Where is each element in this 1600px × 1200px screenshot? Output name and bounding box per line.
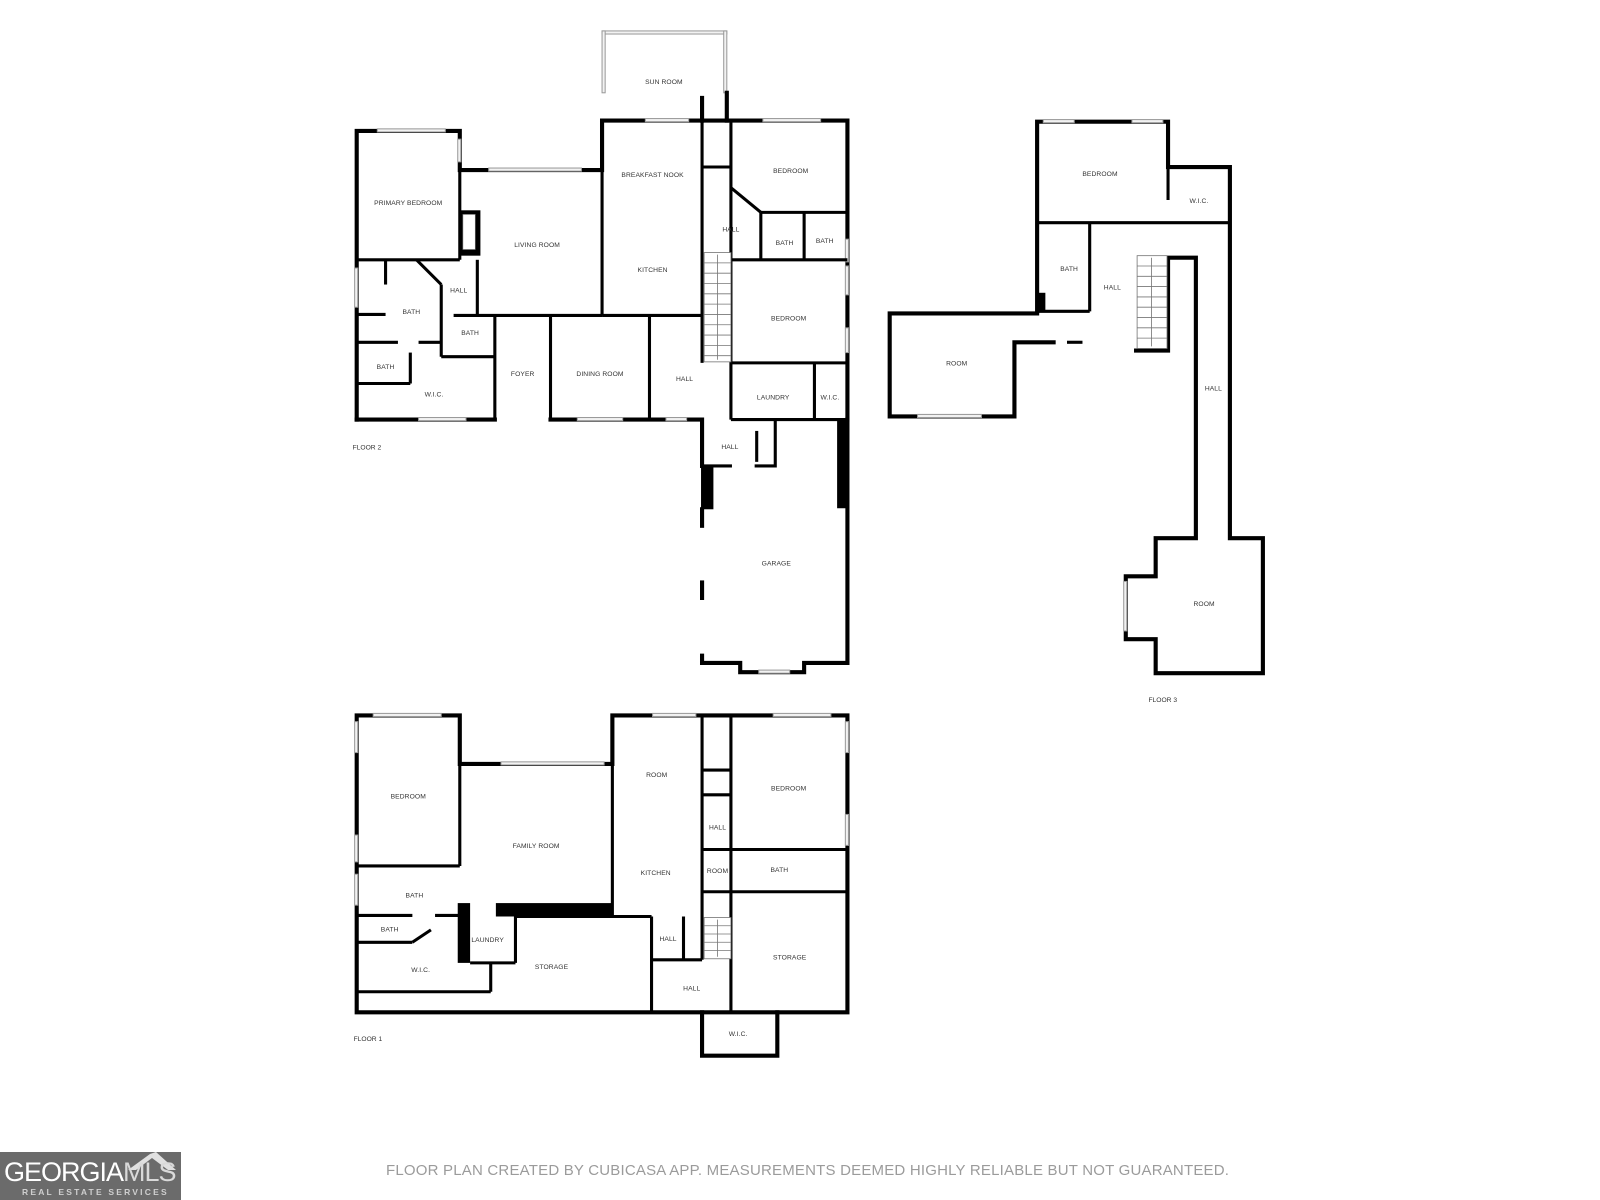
disclaimer-text: FLOOR PLAN CREATED BY CUBICASA APP. MEAS… — [386, 1162, 1230, 1179]
label-room-f3-left: ROOM — [946, 361, 968, 368]
sun-room-walls — [601, 30, 729, 123]
label-dining-room: DINING ROOM — [576, 371, 624, 378]
label-living-room: LIVING ROOM — [514, 242, 560, 249]
staircase-floor-2 — [703, 252, 732, 363]
floor-3 — [887, 119, 1265, 676]
floor-3-label: FLOOR 3 — [1148, 697, 1177, 704]
label-hall-f2-primary: HALL — [450, 287, 467, 294]
label-bath-f1-small: BATH — [381, 927, 399, 934]
label-bedroom-f1-left: BEDROOM — [391, 794, 427, 801]
label-wic-f2: W.I.C. — [425, 392, 444, 399]
label-hall-f2-upper: HALL — [722, 227, 739, 234]
label-bath-f2-hall: BATH — [461, 330, 479, 337]
label-bath-f2-a: BATH — [776, 240, 794, 247]
label-hall-f1-a: HALL — [709, 825, 726, 832]
label-laundry-f1: LAUNDRY — [471, 937, 504, 944]
label-breakfast-nook: BREAKFAST NOOK — [621, 172, 684, 179]
label-hall-f1-b: HALL — [659, 936, 676, 943]
label-family-room: FAMILY ROOM — [513, 843, 560, 850]
label-kitchen-f1: KITCHEN — [641, 870, 671, 877]
label-hall-f2-center: HALL — [676, 376, 693, 383]
label-bath-f1-right: BATH — [770, 867, 788, 874]
label-garage: GARAGE — [762, 561, 792, 568]
georgia-mls-logo: GEORGIAMLS REAL ESTATE SERVICES — [0, 1152, 181, 1200]
label-room-f3-bottom: ROOM — [1194, 601, 1216, 608]
label-room-f1-small: ROOM — [707, 868, 729, 875]
staircase-floor-3 — [1136, 255, 1168, 349]
roof-icon — [128, 1152, 176, 1170]
label-hall-f3-long: HALL — [1205, 385, 1222, 392]
label-wic-f1: W.I.C. — [411, 967, 430, 974]
label-wic-f3: W.I.C. — [1190, 198, 1209, 205]
label-wic-f2-b: W.I.C. — [820, 395, 839, 402]
label-sun-room: SUN ROOM — [645, 79, 683, 86]
label-laundry-f2: LAUNDRY — [757, 395, 790, 402]
label-bedroom-f3: BEDROOM — [1082, 171, 1118, 178]
floor-2 — [354, 30, 850, 675]
label-primary-bedroom: PRIMARY BEDROOM — [374, 200, 443, 207]
label-bath-f2-primary: BATH — [402, 309, 420, 316]
label-bath-f3: BATH — [1060, 266, 1078, 273]
label-bedroom-f2-a: BEDROOM — [773, 168, 809, 175]
label-kitchen-f2: KITCHEN — [638, 267, 668, 274]
label-bath-f1-left: BATH — [406, 893, 424, 900]
staircase-floor-1 — [703, 917, 732, 960]
floor-1 — [354, 712, 850, 1058]
logo-wordmark: GEORGIAMLS — [4, 1157, 177, 1187]
floor-2-label: FLOOR 2 — [353, 444, 382, 451]
label-hall-f1-c: HALL — [683, 985, 700, 992]
label-storage-f1-right: STORAGE — [773, 954, 807, 961]
label-storage-f1-left: STORAGE — [535, 964, 569, 971]
label-hall-f2-garage: HALL — [721, 444, 738, 451]
label-bath-f2-small: BATH — [377, 364, 395, 371]
label-hall-f3: HALL — [1104, 284, 1121, 291]
label-bath-f2-b: BATH — [816, 238, 834, 245]
label-foyer: FOYER — [511, 371, 535, 378]
logo-georgia: GEORGIA — [4, 1157, 124, 1187]
floor-1-label: FLOOR 1 — [354, 1036, 383, 1043]
logo-mls: MLS — [123, 1157, 177, 1187]
label-bedroom-f2-b: BEDROOM — [771, 315, 807, 322]
label-bedroom-f1-right: BEDROOM — [771, 785, 807, 792]
label-room-f1: ROOM — [646, 772, 668, 779]
logo-subtitle: REAL ESTATE SERVICES — [22, 1187, 169, 1197]
label-wic-f1-b: W.I.C. — [729, 1031, 748, 1038]
